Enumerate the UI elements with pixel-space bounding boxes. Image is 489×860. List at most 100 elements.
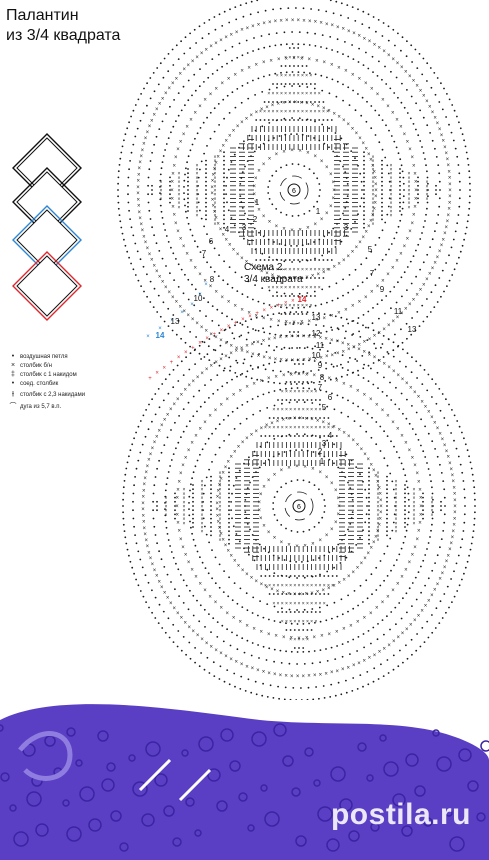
chain-stitch [402,182,405,185]
chain-stitch [167,137,170,140]
red-stitch: + [298,296,302,302]
sc-stitch: × [276,419,280,425]
sc-stitch: × [157,429,161,435]
sc-stitch: × [443,565,447,571]
chain-stitch [386,351,389,353]
chain-stitch [262,142,265,145]
chain-stitch [161,120,164,123]
chain-stitch [345,318,348,321]
chain-stitch [251,642,254,644]
chain-stitch [267,101,270,103]
chain-stitch [219,665,222,668]
chain-stitch [331,329,333,331]
red-stitch: + [277,303,281,309]
sc-stitch: × [200,325,204,331]
yarn-loop [79,786,95,802]
chain-stitch [298,399,300,401]
sc-stitch: × [335,379,339,385]
sc-stitch: × [200,51,204,57]
sc-stitch: × [257,169,261,175]
chain-stitch [135,467,138,470]
sc-stitch: × [404,440,408,446]
sc-stitch: × [352,345,356,351]
chain-stitch [148,168,151,171]
sc-stitch: × [262,214,266,220]
chain-stitch [216,636,219,638]
chain-stitch [122,505,124,507]
sc-stitch: × [295,464,299,470]
chain-stitch [272,295,274,297]
chain-stitch [389,537,392,540]
chain-stitch [263,331,266,334]
chain-stitch [199,453,201,456]
sc-stitch: × [264,425,267,431]
chain-stitch [354,109,357,112]
chain-stitch [248,243,251,246]
chain-stitch [240,334,243,337]
sc-stitch: × [288,276,292,282]
chain-stitch [363,159,365,162]
chain-stitch [404,500,406,503]
chain-stitch [330,646,333,649]
sc-stitch: × [281,407,284,413]
arc-icon: ⌒ [9,402,17,410]
chain-stitch [368,496,370,499]
sc-stitch: × [165,500,168,506]
chain-stitch [165,113,167,115]
sc-stitch: × [150,118,154,124]
chain-stitch [128,209,131,212]
chain-stitch [300,687,302,689]
sc-stitch: × [276,303,279,309]
chain-stitch [140,285,143,287]
chain-stitch [169,193,171,196]
sc-stitch: × [233,449,237,455]
sc-stitch: × [331,23,335,29]
chain-stitch [274,72,277,75]
chain-stitch [355,466,358,468]
chain-stitch [395,76,398,79]
sc-stitch: × [352,438,356,444]
sc-stitch: × [342,431,346,437]
chain-stitch [175,120,177,122]
chain-stitch [182,602,185,604]
chain-stitch [227,595,230,598]
chain-stitch [365,579,368,582]
chain-stitch [167,70,170,73]
chain-stitch [431,139,434,142]
chain-stitch [218,124,221,126]
chain-stitch [296,245,298,247]
chain-stitch [357,93,359,95]
sc-stitch: × [290,636,294,642]
sc-stitch: × [214,175,217,181]
chain-stitch [284,295,287,297]
sc-stitch: × [433,420,437,426]
chain-stitch [273,648,276,651]
chain-stitch [272,435,275,437]
chain-stitch [266,314,269,316]
chain-stitch [189,149,192,152]
chain-stitch [236,56,239,59]
chain-stitch [433,72,436,74]
sc-stitch: × [352,345,356,351]
chain-stitch [440,538,443,540]
chain-stitch [183,192,185,195]
chain-stitch [437,214,440,216]
chain-stitch [457,455,460,458]
chain-stitch [263,101,266,103]
chain-stitch [402,201,405,204]
chain-stitch [308,529,311,531]
chain-stitch [164,508,166,510]
chain-stitch [368,517,370,520]
chain-stitch [162,76,165,79]
chain-stitch [231,492,233,495]
sc-stitch: × [408,229,412,235]
sc-stitch: × [219,487,222,493]
chain-stitch [403,106,406,109]
chain-stitch [228,433,231,436]
sc-stitch: × [378,516,382,522]
chain-stitch [425,164,427,167]
sc-stitch: × [372,213,375,219]
sc-stitch: × [181,463,185,469]
chain-stitch [323,142,326,145]
chain-stitch [326,439,329,442]
